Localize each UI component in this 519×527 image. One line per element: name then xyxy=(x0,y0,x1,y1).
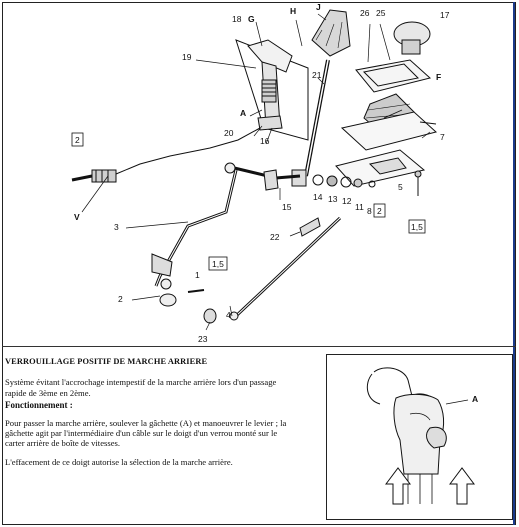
reverse-trigger-assembly xyxy=(247,39,293,131)
pivot-bushings xyxy=(291,169,376,188)
label-18: 18 xyxy=(232,14,242,24)
label-13: 13 xyxy=(328,194,338,204)
up-arrow-right xyxy=(449,467,475,505)
label-2-bottom: 2 xyxy=(118,294,123,304)
trigger-inset-illustration: A xyxy=(326,354,513,520)
label-26: 26 xyxy=(360,8,370,18)
section-title: VERROUILLAGE POSITIF DE MARCHE ARRIERE xyxy=(5,357,208,366)
label-23: 23 xyxy=(198,334,208,344)
label-h: H xyxy=(290,6,296,16)
description-text: VERROUILLAGE POSITIF DE MARCHE ARRIERE S… xyxy=(5,357,287,475)
right-edge-rule xyxy=(513,2,515,525)
release-paragraph: L'effacement de ce doigt autorise la sél… xyxy=(5,456,233,467)
label-11: 11 xyxy=(355,202,364,212)
label-25: 25 xyxy=(376,8,386,18)
label-4: 4 xyxy=(226,310,231,320)
label-1-5-right: 1,5 xyxy=(411,222,423,232)
gearshift-exploded-diagram: G 18 H J 26 25 17 19 21 F A 20 16 7 2 14… xyxy=(71,2,450,344)
label-22: 22 xyxy=(270,232,280,242)
small-hardware xyxy=(159,121,437,324)
label-17: 17 xyxy=(440,10,450,20)
boot-frame xyxy=(355,59,432,93)
shift-rod xyxy=(151,162,301,290)
up-arrow-left xyxy=(385,467,411,505)
label-1-5-box: 1,5 xyxy=(212,259,224,269)
label-g: G xyxy=(248,14,255,24)
operation-heading: Fonctionnement : xyxy=(5,400,73,411)
label-v: V xyxy=(74,212,80,222)
leader-lines xyxy=(81,13,431,331)
operation-paragraph: Pour passer la marche arrière, soulever … xyxy=(5,417,287,449)
intro-paragraph: Système évitant l'accrochage intempestif… xyxy=(5,377,277,398)
label-20: 20 xyxy=(224,128,234,138)
lever-grip xyxy=(393,393,445,475)
section-divider xyxy=(2,346,516,347)
label-f: F xyxy=(436,72,441,82)
label-19: 19 xyxy=(182,52,192,62)
callout-labels: G 18 H J 26 25 17 19 21 F A 20 16 7 2 14… xyxy=(71,2,450,344)
label-j: J xyxy=(316,2,321,12)
inset-label-a: A xyxy=(472,394,478,404)
label-12: 12 xyxy=(342,196,352,206)
label-a: A xyxy=(240,108,246,118)
label-7: 7 xyxy=(440,132,445,142)
label-14: 14 xyxy=(313,192,323,202)
base-plate xyxy=(340,111,438,151)
label-2-right: 2 xyxy=(377,206,382,216)
label-16: 16 xyxy=(260,136,270,146)
label-8: 8 xyxy=(367,206,372,216)
label-1: 1 xyxy=(195,270,200,280)
trigger-ring xyxy=(426,426,447,449)
label-15: 15 xyxy=(282,202,292,212)
label-3: 3 xyxy=(114,222,119,232)
label-21: 21 xyxy=(312,70,322,80)
label-2-cable: 2 xyxy=(75,135,80,145)
label-5: 5 xyxy=(398,182,403,192)
